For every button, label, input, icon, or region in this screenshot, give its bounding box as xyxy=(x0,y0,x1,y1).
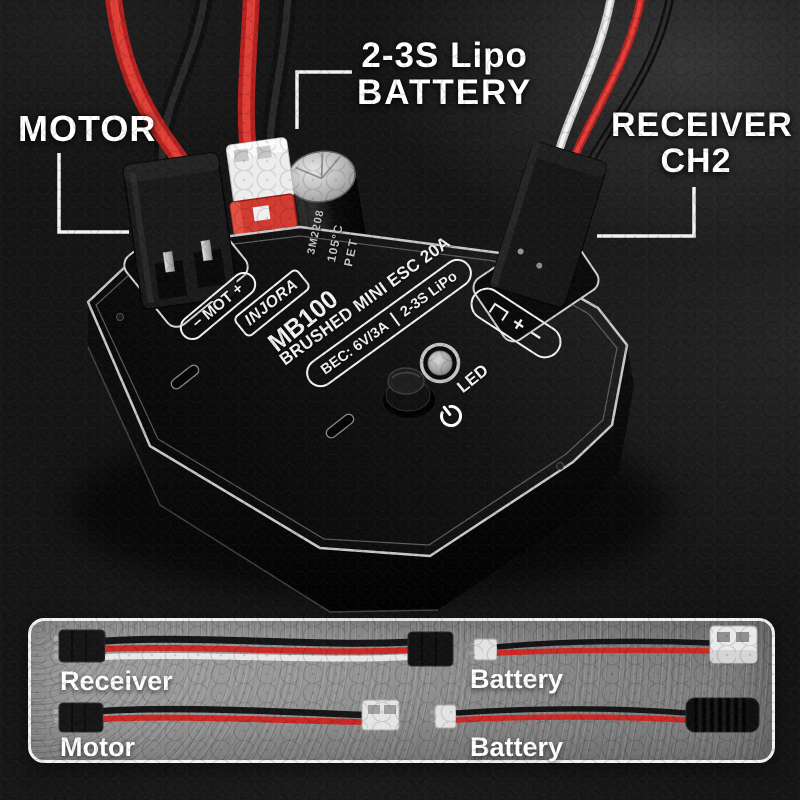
case-slot xyxy=(170,364,355,439)
case-screw xyxy=(556,462,564,470)
receiver-callout-label: RECEIVER CH2 xyxy=(611,106,793,180)
motor-callout-line xyxy=(57,153,129,234)
power-button[interactable] xyxy=(383,367,435,418)
motor-callout-label: MOTOR xyxy=(18,108,157,149)
legend-label-receiver: Receiver xyxy=(60,666,173,696)
legend-battery-cable-trx xyxy=(430,697,760,733)
esc-case-side xyxy=(88,302,634,612)
receiver-callout-line xyxy=(597,187,696,238)
receiver-callout-line1: RECEIVER xyxy=(611,106,793,144)
power-icon xyxy=(440,405,462,428)
battery-callout-line xyxy=(295,70,352,129)
battery-callout-label: 2-3S Lipo BATTERY xyxy=(357,36,533,112)
battery-plus-sign: + xyxy=(507,311,531,338)
receiver-connector xyxy=(490,141,607,308)
battery-callout-line1: 2-3S Lipo xyxy=(361,36,528,75)
signal-pulse-icon xyxy=(488,302,509,321)
battery-minus-sign: − xyxy=(524,322,548,349)
legend-battery-cable-xh xyxy=(469,625,758,664)
legend-label-motor: Motor xyxy=(60,732,135,762)
legend-label-battery-1: Battery xyxy=(470,664,564,694)
case-screw xyxy=(116,313,124,321)
motor-connector xyxy=(122,152,238,310)
legend-receiver-cable xyxy=(54,629,454,667)
battery-callout-line2: BATTERY xyxy=(357,72,533,112)
spec-divider xyxy=(388,311,401,327)
legend-motor-cable xyxy=(54,699,400,733)
legend-label-battery-2: Battery xyxy=(470,732,564,762)
led-indicator xyxy=(419,342,461,384)
receiver-callout-line2: CH2 xyxy=(660,141,732,180)
